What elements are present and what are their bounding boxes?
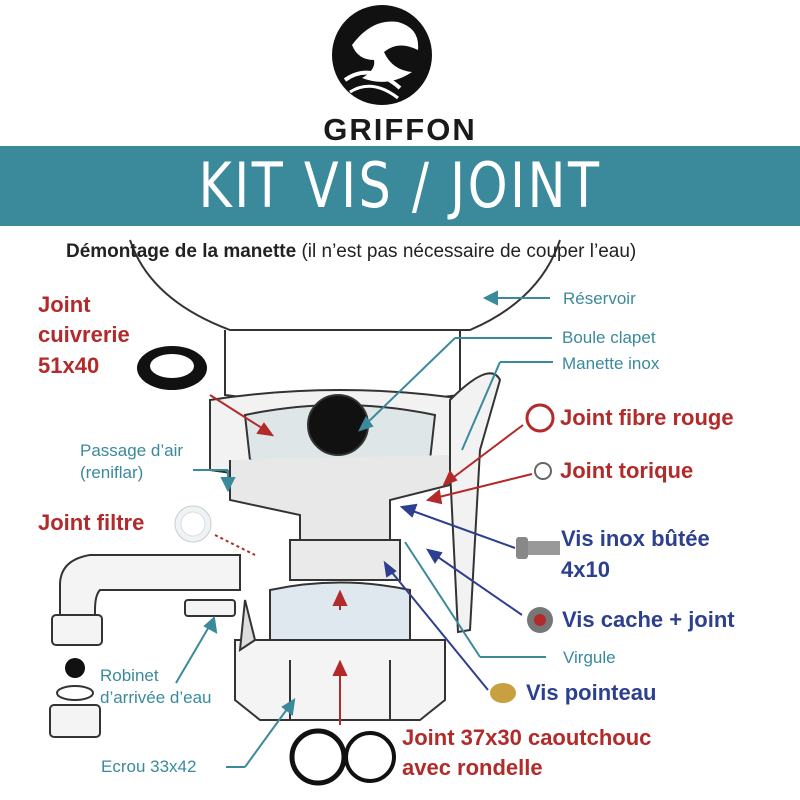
label-joint-filtre: Joint filtre — [38, 510, 145, 535]
teal-leader-lines — [175, 290, 553, 768]
joint-torique-image — [534, 462, 552, 480]
red-leader-lines — [209, 394, 533, 725]
label-robinet-2: d’arrivée d’eau — [100, 688, 212, 707]
manette-handle — [449, 372, 502, 634]
valve-body — [209, 389, 471, 721]
joint-filtre-image — [174, 505, 212, 543]
label-ecrou: Ecrou 33x42 — [101, 757, 197, 776]
vis-inox-image — [516, 537, 560, 559]
brand-name: GRIFFON — [323, 112, 477, 147]
label-joint-cuivrerie-3: 51x40 — [38, 353, 100, 378]
label-vis-cache: Vis cache + joint — [562, 607, 735, 632]
label-passage-air-note: (reniflar) — [80, 463, 144, 482]
joint-fibre-rouge-image — [525, 403, 555, 433]
inlet-pipe — [49, 554, 257, 738]
blue-leader-lines — [383, 503, 523, 691]
label-joint-caoutchouc-1: Joint 37x30 caoutchouc — [402, 725, 652, 750]
label-vis-inox-1: Vis inox bûtée — [561, 526, 710, 551]
label-vis-pointeau: Vis pointeau — [526, 680, 657, 705]
label-robinet: Robinet — [100, 666, 159, 685]
label-boule-clapet: Boule clapet — [562, 328, 656, 347]
vis-pointeau-image — [490, 683, 516, 703]
label-manette-inox: Manette inox — [562, 354, 660, 373]
label-joint-cuivrerie-1: Joint — [38, 292, 91, 317]
subtitle-note: (il n’est pas nécessaire de couper l’eau… — [301, 241, 637, 262]
label-joint-cuivrerie-2: cuivrerie — [38, 322, 130, 347]
label-passage-air: Passage d’air — [80, 441, 184, 460]
title-banner: KIT VIS / JOINT — [0, 146, 800, 226]
label-reservoir: Réservoir — [563, 289, 636, 308]
label-joint-torique: Joint torique — [560, 458, 694, 483]
subtitle: Démontage de la manette (il n’est pas né… — [66, 241, 636, 263]
subtitle-bold: Démontage de la manette — [66, 241, 297, 262]
griffon-logo-icon — [332, 5, 432, 105]
vis-cache-image — [527, 607, 553, 633]
label-joint-fibre-rouge: Joint fibre rouge — [560, 405, 734, 430]
label-joint-caoutchouc-2: avec rondelle — [402, 755, 543, 780]
label-virgule: Virgule — [563, 648, 616, 667]
label-vis-inox-2: 4x10 — [561, 557, 610, 582]
page-title: KIT VIS / JOINT — [198, 149, 602, 222]
joint-cuivrerie-image — [137, 346, 207, 390]
joint-caoutchouc-image — [289, 728, 396, 786]
